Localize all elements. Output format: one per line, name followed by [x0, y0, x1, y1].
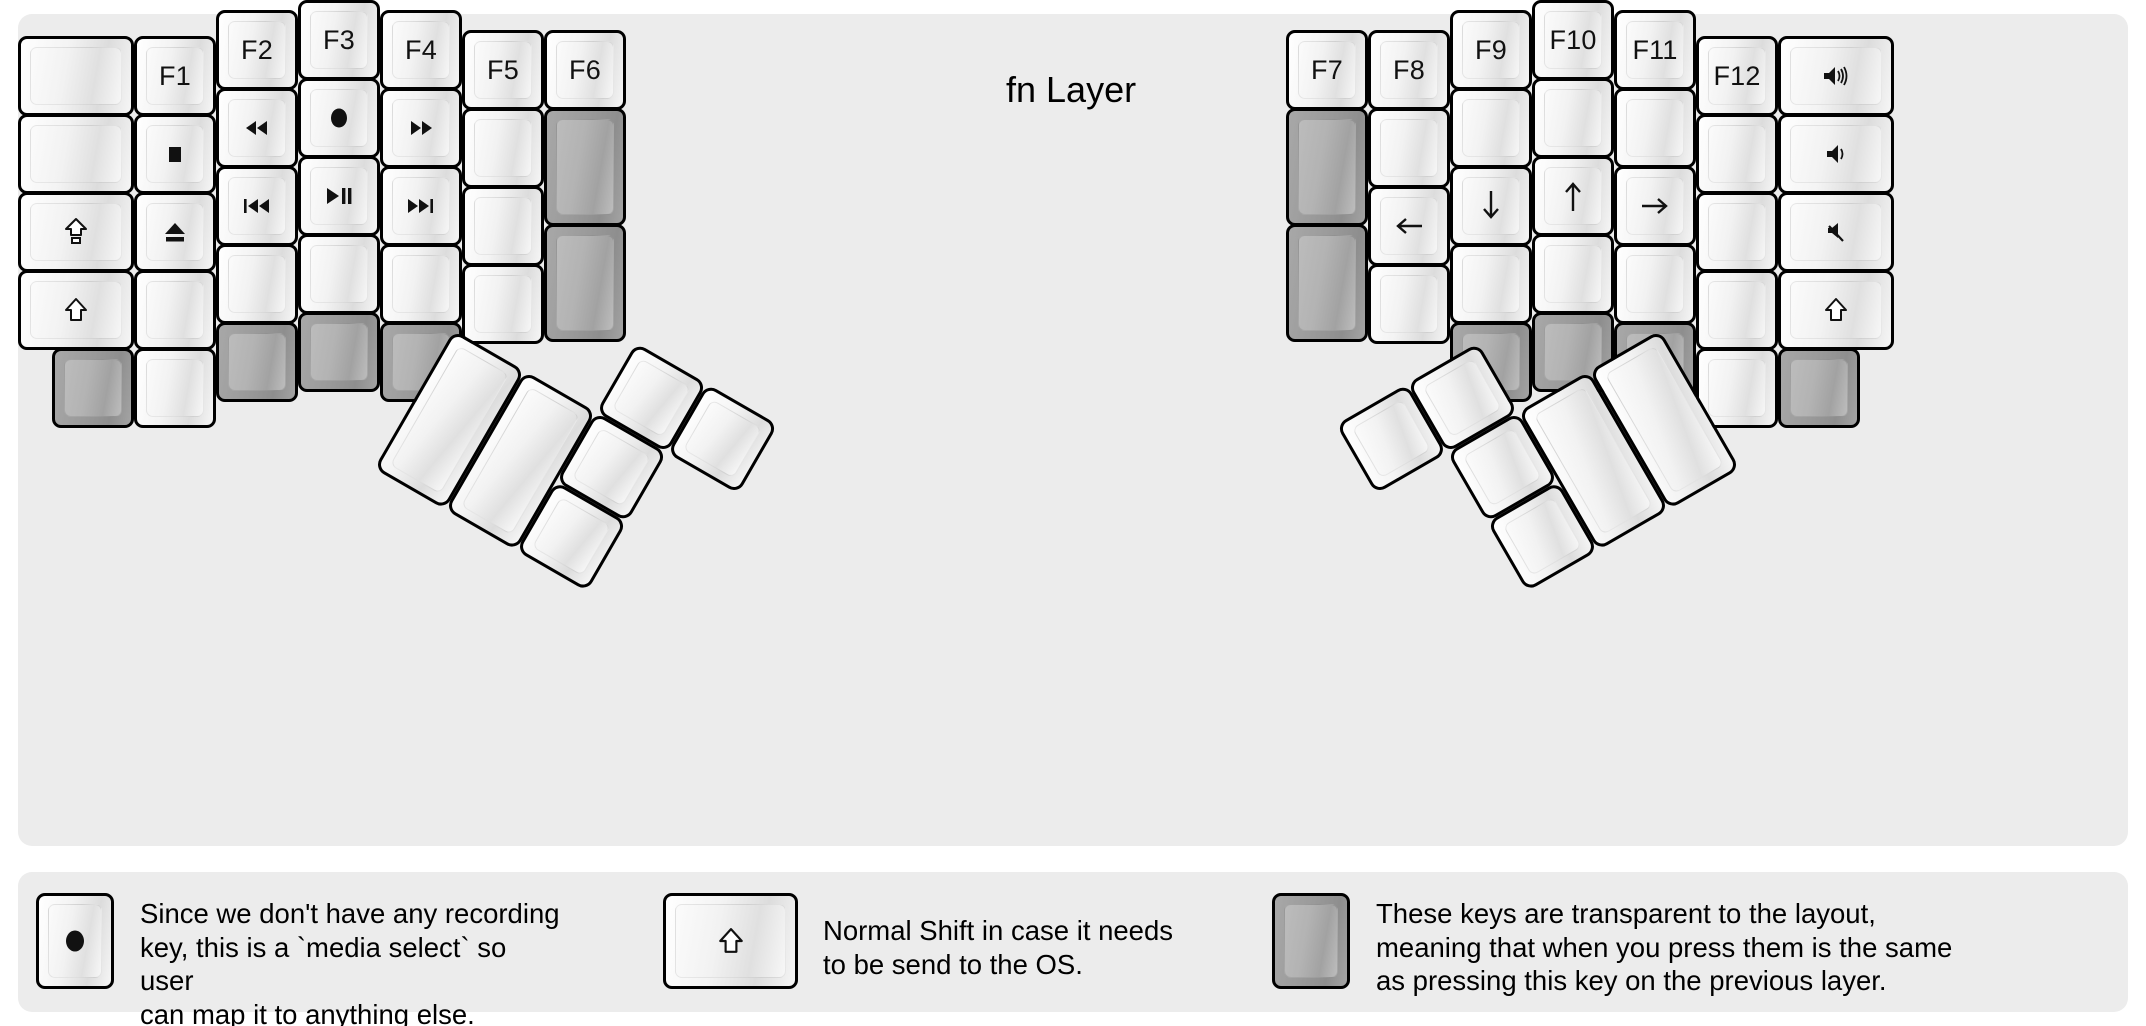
legend-key-shift	[663, 893, 798, 989]
key-left-c2-r4-transparent[interactable]	[216, 322, 298, 402]
record-icon	[39, 896, 111, 986]
key-right-c1-r3[interactable]	[1368, 264, 1450, 344]
key-left-c1-r4[interactable]	[134, 348, 216, 428]
key-left-c6-r1-transparent[interactable]	[544, 108, 626, 226]
key-right-c5-r4[interactable]	[1696, 348, 1778, 428]
key-left-c3-r4-transparent[interactable]	[298, 312, 380, 392]
key-left-c0-r3-shift[interactable]	[18, 270, 134, 350]
key-right-c5-r3[interactable]	[1696, 270, 1778, 350]
key-left-c3-r1-record[interactable]	[298, 78, 380, 158]
key-left-c1-r3[interactable]	[134, 270, 216, 350]
key-left-c5-r3[interactable]	[462, 264, 544, 344]
keyboard-panel: fn Layer F1	[18, 0, 2128, 846]
key-left-c0-r0[interactable]	[18, 36, 134, 116]
key-right-c0-r2-transparent[interactable]	[1286, 224, 1368, 342]
key-right-c2-r3[interactable]	[1450, 244, 1532, 324]
key-left-c5-r1[interactable]	[462, 108, 544, 188]
key-left-c5-r0-f5[interactable]: F5	[462, 30, 544, 110]
key-left-c0-r1[interactable]	[18, 114, 134, 194]
left-thumb-cluster	[304, 330, 779, 770]
key-left-c3-r0-f3[interactable]: F3	[298, 0, 380, 80]
key-left-c3-r3[interactable]	[298, 234, 380, 314]
key-left-c5-r2[interactable]	[462, 186, 544, 266]
key-left-c0-r2-caps-lock[interactable]	[18, 192, 134, 272]
key-right-c6-r2-volume-mute[interactable]	[1778, 192, 1894, 272]
key-right-c4-r1[interactable]	[1614, 88, 1696, 168]
key-left-c3-r2-play-pause[interactable]	[298, 156, 380, 236]
key-right-c6-r3-shift[interactable]	[1778, 270, 1894, 350]
key-left-c1-r1-media-stop[interactable]	[134, 114, 216, 194]
key-right-c2-r1[interactable]	[1450, 88, 1532, 168]
key-left-c6-r2-transparent[interactable]	[544, 224, 626, 342]
legend-key-record	[36, 893, 114, 989]
key-right-c6-r1-volume-down[interactable]	[1778, 114, 1894, 194]
key-right-c0-r1-transparent[interactable]	[1286, 108, 1368, 226]
shift-icon	[666, 896, 795, 986]
key-left-c0-r4-transparent[interactable]	[52, 348, 134, 428]
key-right-c1-r1[interactable]	[1368, 108, 1450, 188]
key-right-c3-r2-arrow-up[interactable]	[1532, 156, 1614, 236]
key-right-c3-r1[interactable]	[1532, 78, 1614, 158]
key-right-c0-r0-f7[interactable]: F7	[1286, 30, 1368, 110]
key-left-c4-r3[interactable]	[380, 244, 462, 324]
key-left-c2-r1-rewind[interactable]	[216, 88, 298, 168]
key-left-c6-r0-f6[interactable]: F6	[544, 30, 626, 110]
legend-text-2: These keys are transparent to the layout…	[1376, 898, 1953, 997]
legend-key-transparent	[1272, 893, 1350, 989]
key-right-c1-r2-arrow-left[interactable]	[1368, 186, 1450, 266]
key-right-c5-r1[interactable]	[1696, 114, 1778, 194]
key-right-c1-r0-f8[interactable]: F8	[1368, 30, 1450, 110]
key-left-c2-r3[interactable]	[216, 244, 298, 324]
key-right-c4-r3[interactable]	[1614, 244, 1696, 324]
legend-text-1: Normal Shift in case it needs to be send…	[823, 915, 1174, 980]
key-left-c1-r0-f1[interactable]: F1	[134, 36, 216, 116]
key-right-c4-r2-arrow-right[interactable]	[1614, 166, 1696, 246]
page-title: fn Layer	[1006, 69, 1137, 110]
key-right-c2-r0-f9[interactable]: F9	[1450, 10, 1532, 90]
key-right-c6-r4-transparent[interactable]	[1778, 348, 1860, 428]
key-right-c2-r2-arrow-down[interactable]	[1450, 166, 1532, 246]
key-right-c4-r0-f11[interactable]: F11	[1614, 10, 1696, 90]
key-right-c5-r2[interactable]	[1696, 192, 1778, 272]
key-left-c1-r2-eject[interactable]	[134, 192, 216, 272]
key-left-c4-r0-f4[interactable]: F4	[380, 10, 462, 90]
key-left-c4-r1-fast-forward[interactable]	[380, 88, 462, 168]
key-right-c3-r0-f10[interactable]: F10	[1532, 0, 1614, 80]
key-left-c4-r2-next-track[interactable]	[380, 166, 462, 246]
legend-text-0: Since we don't have any recording key, t…	[140, 898, 560, 1026]
key-left-c2-r0-f2[interactable]: F2	[216, 10, 298, 90]
legend-panel: Since we don't have any recording key, t…	[18, 872, 2128, 1026]
key-right-c5-r0-f12[interactable]: F12	[1696, 36, 1778, 116]
key-right-c6-r0-volume-up[interactable]	[1778, 36, 1894, 116]
key-left-c2-r2-previous-track[interactable]	[216, 166, 298, 246]
key-right-c3-r3[interactable]	[1532, 234, 1614, 314]
